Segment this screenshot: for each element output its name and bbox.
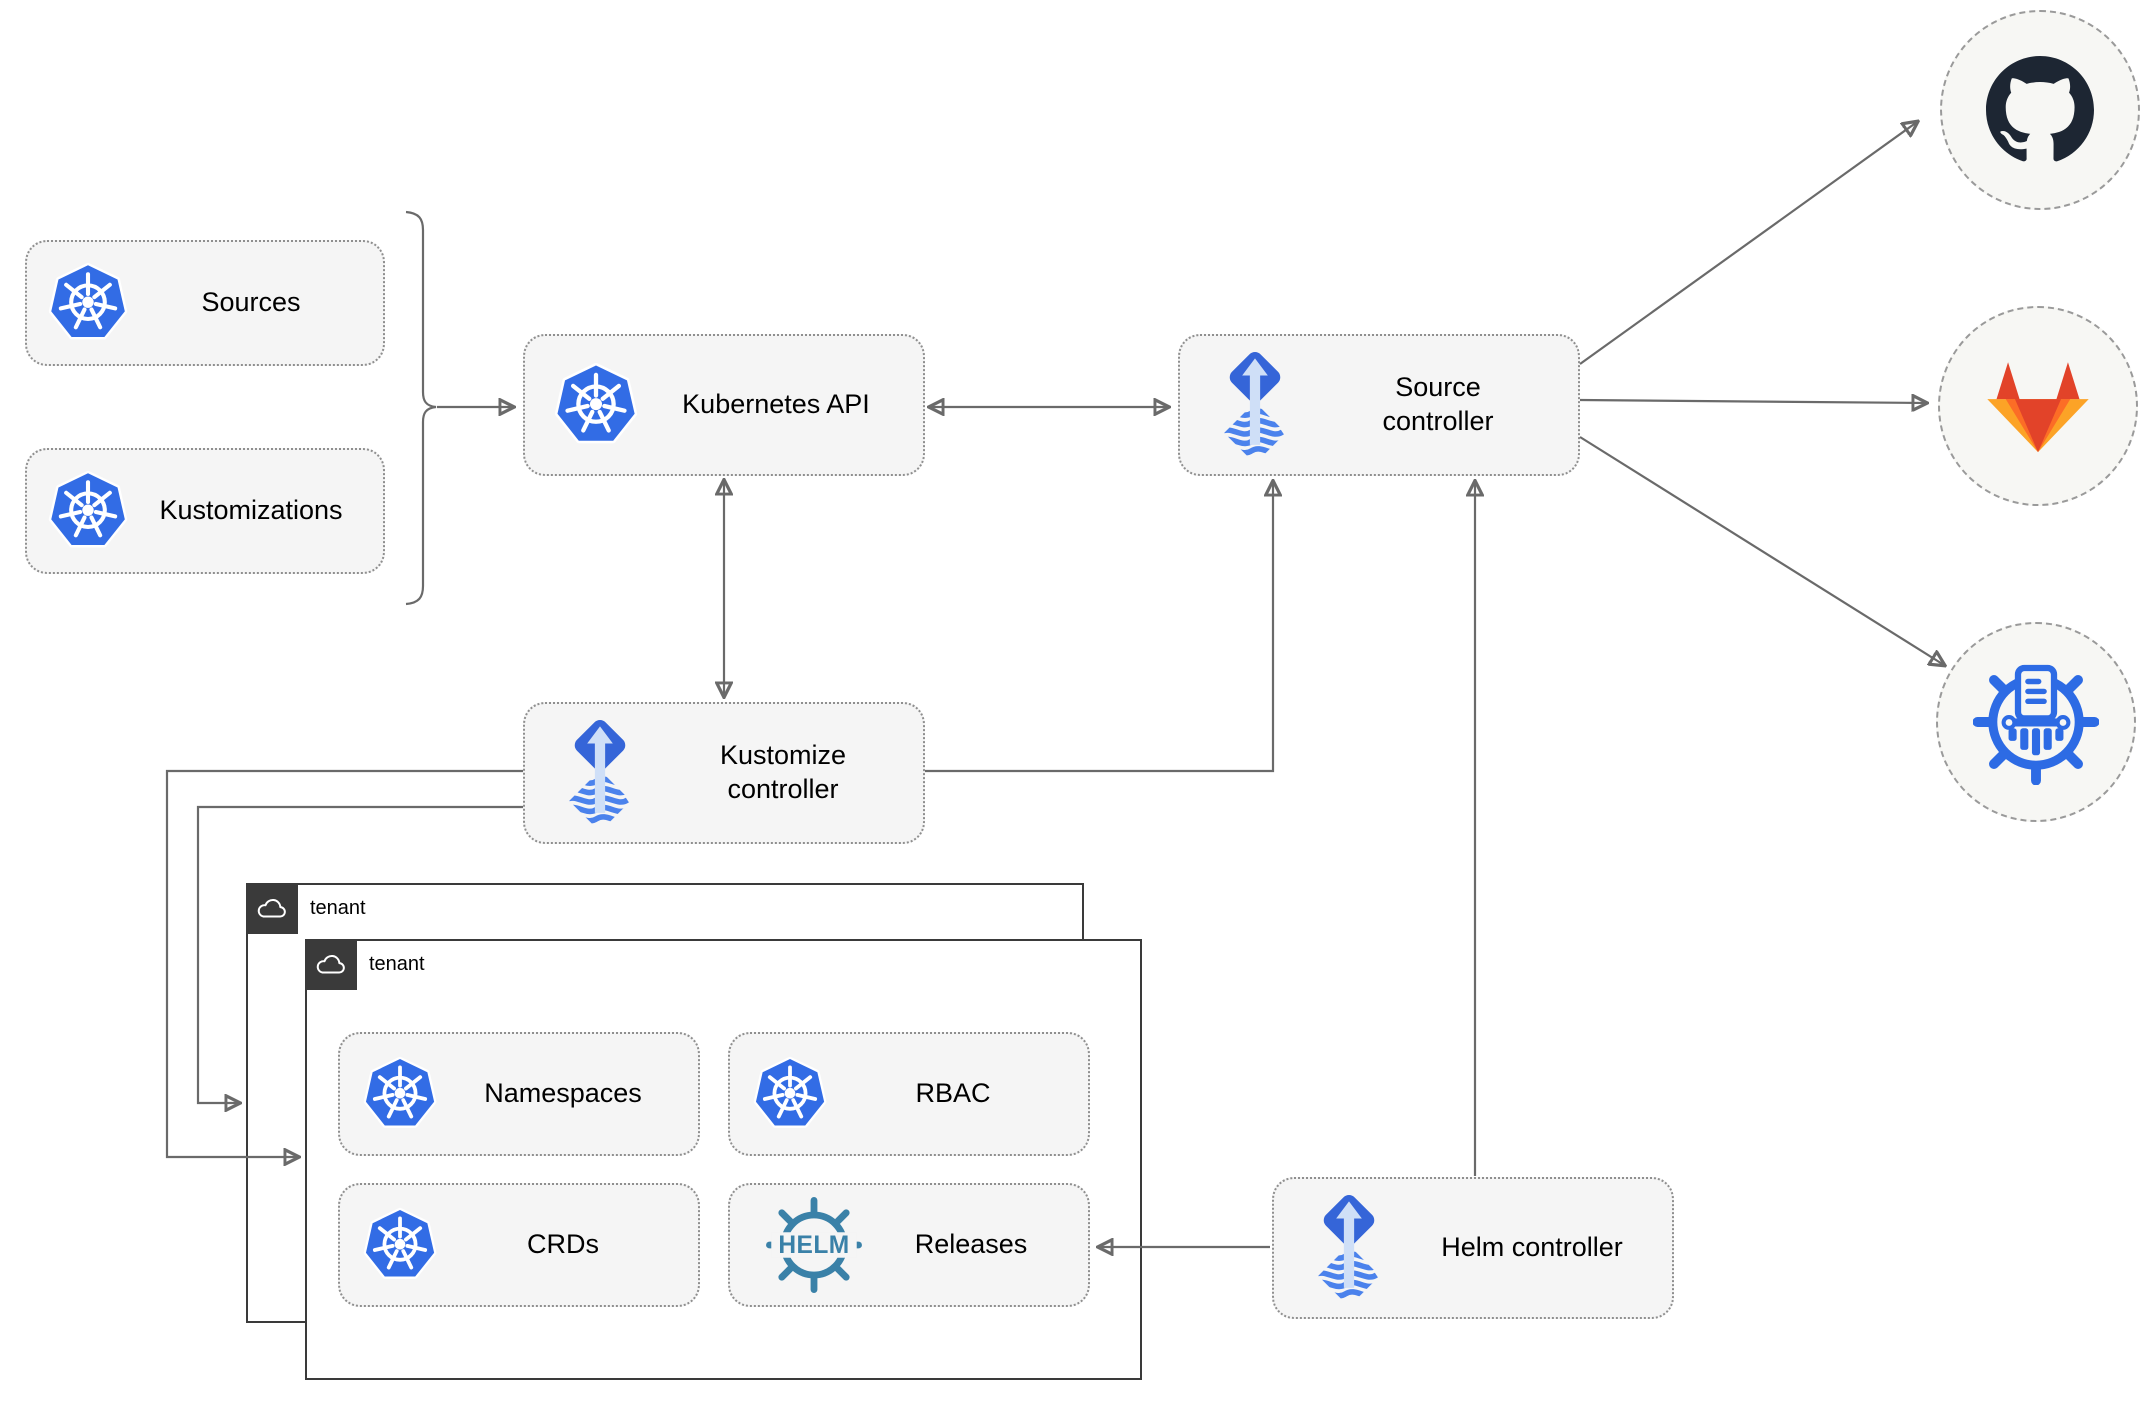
kubernetes-icon [362,1056,438,1132]
node-releases: HELM Releases [728,1183,1090,1307]
node-releases-label: Releases [914,1229,1028,1260]
kubernetes-icon [752,1056,828,1132]
tenant-box-front: tenant [305,939,1142,1380]
node-rbac-label: RBAC [915,1078,991,1109]
node-sources-label: Sources [201,287,301,318]
connector-sourcectrl-github [1579,122,1917,365]
node-kustomizations: Kustomizations [25,448,385,574]
tenant-front-label: tenant [369,953,425,975]
harbor-hub [1936,622,2136,822]
kubernetes-icon [553,362,639,448]
node-kubernetes-api: Kubernetes API [523,334,925,476]
cloud-icon [256,897,288,920]
helm-logo-text: HELM [778,1232,849,1259]
github-octocat-icon [1986,56,2094,162]
node-namespaces: Namespaces [338,1032,700,1156]
connector-sourcectrl-harbor [1579,436,1944,665]
harbor-registry-icon [1973,664,2099,785]
tenant-back-tab [246,883,298,934]
node-source-controller: Source controller [1178,334,1580,476]
kubernetes-icon [47,262,129,344]
cloud-icon [315,953,347,976]
tenant-front-tab [305,939,357,990]
flux-icon [1306,1192,1392,1305]
node-sources: Sources [25,240,385,366]
node-kustomizations-label: Kustomizations [159,495,343,526]
node-rbac: RBAC [728,1032,1090,1156]
node-crds: CRDs [338,1183,700,1307]
helm-wheel-icon: HELM [766,1197,862,1293]
kubernetes-icon [362,1207,438,1283]
node-kustomize-controller: Kustomize controller [523,702,925,844]
node-helm-controller: Helm controller [1272,1177,1674,1319]
node-kubernetes-api-label: Kubernetes API [682,389,870,420]
tenant-back-label: tenant [310,897,366,919]
gitlab-hub [1938,306,2138,506]
connector-kustomizectrl-sourcectrl [925,482,1273,773]
node-helm-controller-label: Helm controller [1441,1232,1623,1263]
node-source-controller-label: Source controller [1382,372,1494,436]
connector-sourcectrl-gitlab [1579,400,1926,403]
kubernetes-icon [47,470,129,552]
node-namespaces-label: Namespaces [484,1078,642,1109]
flux-icon [557,717,643,830]
node-kustomize-controller-label: Kustomize controller [719,740,847,804]
node-crds-label: CRDs [527,1229,599,1260]
github-hub [1940,10,2140,210]
gitlab-tanuki-icon [1987,362,2089,453]
flux-icon [1212,349,1298,462]
brace-sources-group [405,210,437,606]
